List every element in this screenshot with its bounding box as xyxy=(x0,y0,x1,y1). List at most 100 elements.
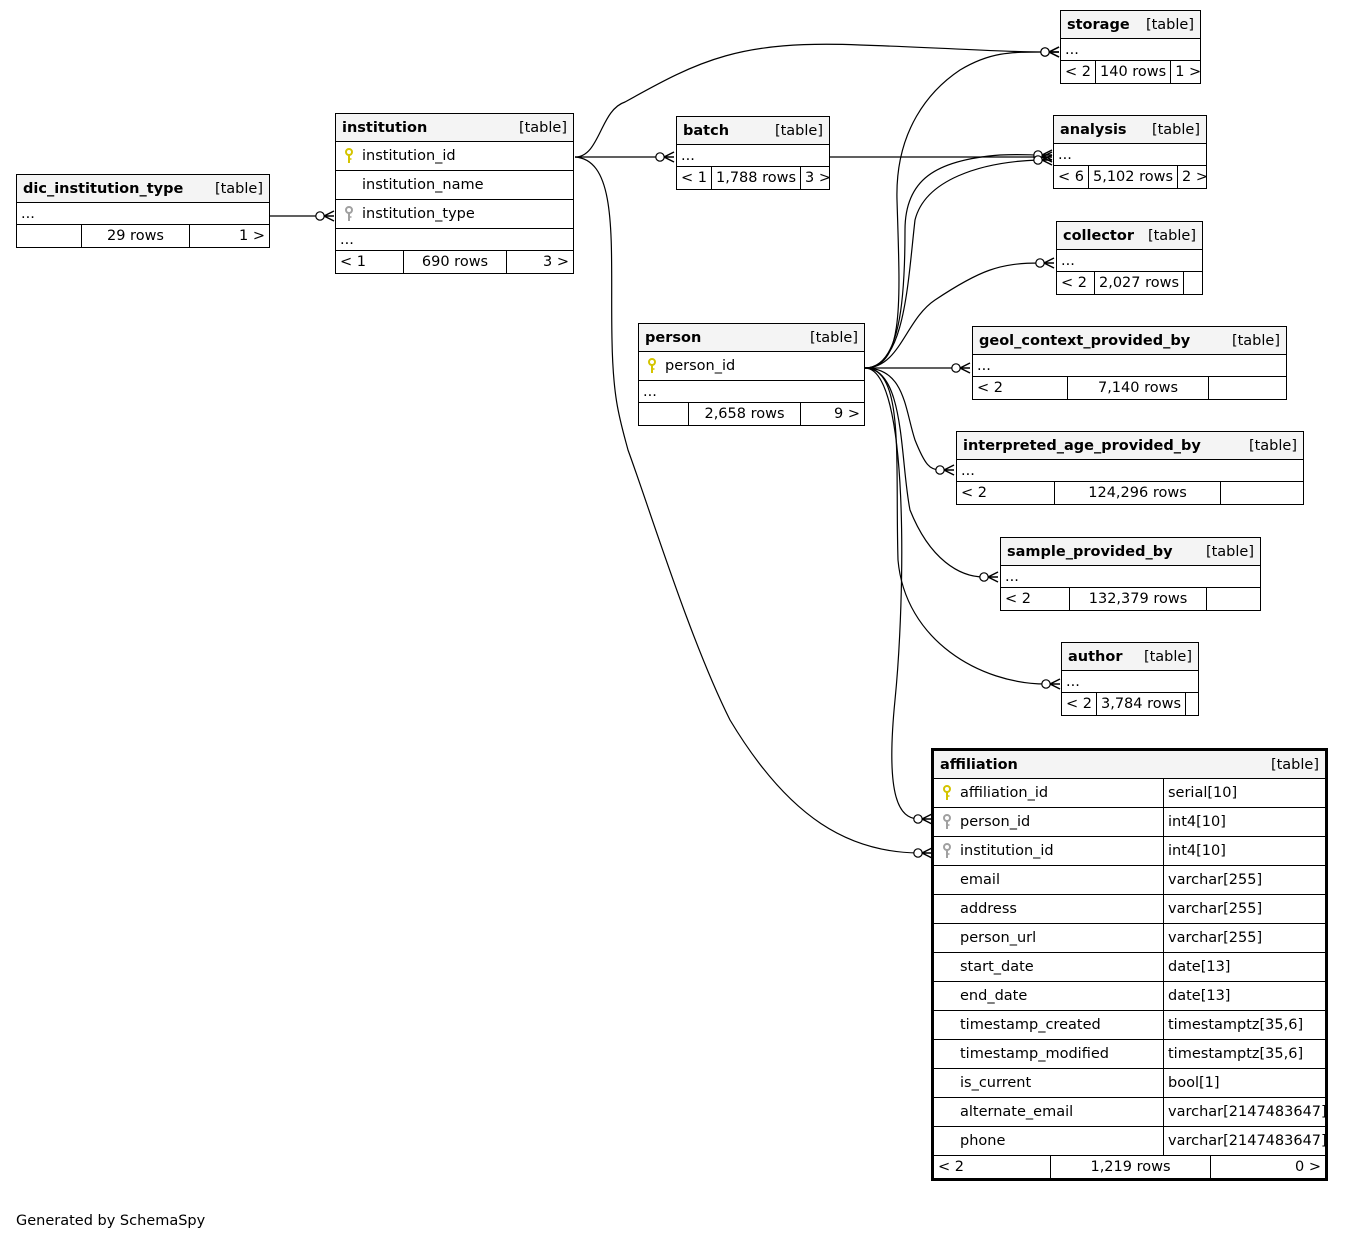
row-count: 1,219 rows xyxy=(1050,1156,1211,1178)
table-header: affiliation [table] xyxy=(934,751,1325,779)
children-link[interactable]: 0 > xyxy=(1295,1159,1321,1175)
table-header: geol_context_provided_by[table] xyxy=(973,327,1286,355)
more-columns-ellipsis: ... xyxy=(957,460,1303,482)
table-name: sample_provided_by xyxy=(1007,543,1173,560)
table-type: [table] xyxy=(1143,648,1192,665)
parents-link[interactable]: < 2 xyxy=(938,1159,964,1175)
table-name: affiliation xyxy=(940,756,1018,773)
row-count: 3,784 rows xyxy=(1095,693,1187,715)
table-header: person[table] xyxy=(639,324,864,352)
children-link[interactable]: 1 > xyxy=(239,228,265,244)
generated-by-credit: Generated by SchemaSpy xyxy=(16,1213,206,1229)
crows-foot-marker xyxy=(959,362,971,374)
row-count: 140 rows xyxy=(1095,61,1172,83)
parents-link[interactable]: < 2 xyxy=(1066,696,1092,712)
row-count: 132,379 rows xyxy=(1069,588,1207,610)
optional-circle-marker xyxy=(913,848,923,858)
children-link[interactable] xyxy=(1221,482,1303,504)
parents-link[interactable]: < 1 xyxy=(340,254,366,270)
parents-link[interactable]: < 6 xyxy=(1058,169,1084,185)
table-name: analysis xyxy=(1060,121,1127,138)
children-link[interactable] xyxy=(1186,693,1204,715)
children-link[interactable]: 2 > xyxy=(1182,169,1209,185)
column-row[interactable]: institution_type xyxy=(336,200,573,229)
more-columns-ellipsis: ... xyxy=(1057,250,1202,272)
parents-link[interactable]: < 1 xyxy=(681,170,707,186)
edge-path xyxy=(864,262,1041,369)
edge-path xyxy=(864,367,985,578)
children-link[interactable] xyxy=(1207,588,1260,610)
table-type: [table] xyxy=(1145,16,1194,33)
edge-path xyxy=(864,367,941,471)
edge-path xyxy=(574,156,919,854)
edge-person-interpreted-age xyxy=(864,367,955,476)
edge-person-sample-provided xyxy=(864,367,999,583)
optional-circle-marker xyxy=(1041,679,1051,689)
optional-circle-marker xyxy=(979,572,989,582)
parents-link[interactable]: < 2 xyxy=(977,380,1003,396)
table-name: institution xyxy=(342,119,428,136)
column-type: varchar[255] xyxy=(1163,866,1325,894)
column-row[interactable]: institution_name xyxy=(336,171,573,200)
table-type: [table] xyxy=(214,180,263,197)
edge-path xyxy=(864,51,1046,369)
table-header: sample_provided_by[table] xyxy=(1001,538,1260,566)
column-type: date[13] xyxy=(1163,982,1325,1010)
parents-link[interactable]: < 2 xyxy=(1005,591,1031,607)
parents-link[interactable]: < 2 xyxy=(961,485,987,501)
column-name: is_current xyxy=(960,1075,1032,1091)
parents-link[interactable] xyxy=(639,403,688,425)
parents-link[interactable]: < 2 xyxy=(1065,64,1091,80)
table-interpreted-age-provided-by[interactable]: interpreted_age_provided_by[table]...< 2… xyxy=(956,431,1304,505)
foreign-key-icon xyxy=(934,814,960,830)
column-row[interactable]: person_id xyxy=(639,352,864,381)
children-link[interactable] xyxy=(1184,272,1206,294)
edge-path xyxy=(574,43,1046,158)
column-name: institution_name xyxy=(362,177,484,193)
children-link[interactable] xyxy=(1209,377,1286,399)
column-row[interactable]: institution_id xyxy=(336,142,573,171)
edge-institution-affiliation xyxy=(574,156,933,859)
column-name: affiliation_id xyxy=(960,785,1049,801)
edge-person-author xyxy=(864,367,1061,690)
edge-person-storage xyxy=(864,46,1060,369)
table-type: [table] xyxy=(1151,121,1200,138)
parents-link[interactable] xyxy=(17,225,81,247)
parents-link[interactable]: < 2 xyxy=(1061,275,1087,291)
table-type: [table] xyxy=(1270,756,1319,773)
children-link[interactable]: 3 > xyxy=(805,170,832,186)
children-link[interactable]: 3 > xyxy=(543,254,569,270)
more-columns-ellipsis: ... xyxy=(1061,39,1200,61)
table-name: author xyxy=(1068,648,1123,665)
children-link[interactable]: 1 > xyxy=(1175,64,1202,80)
table-header: storage[table] xyxy=(1061,11,1200,39)
children-link[interactable]: 9 > xyxy=(834,406,860,422)
